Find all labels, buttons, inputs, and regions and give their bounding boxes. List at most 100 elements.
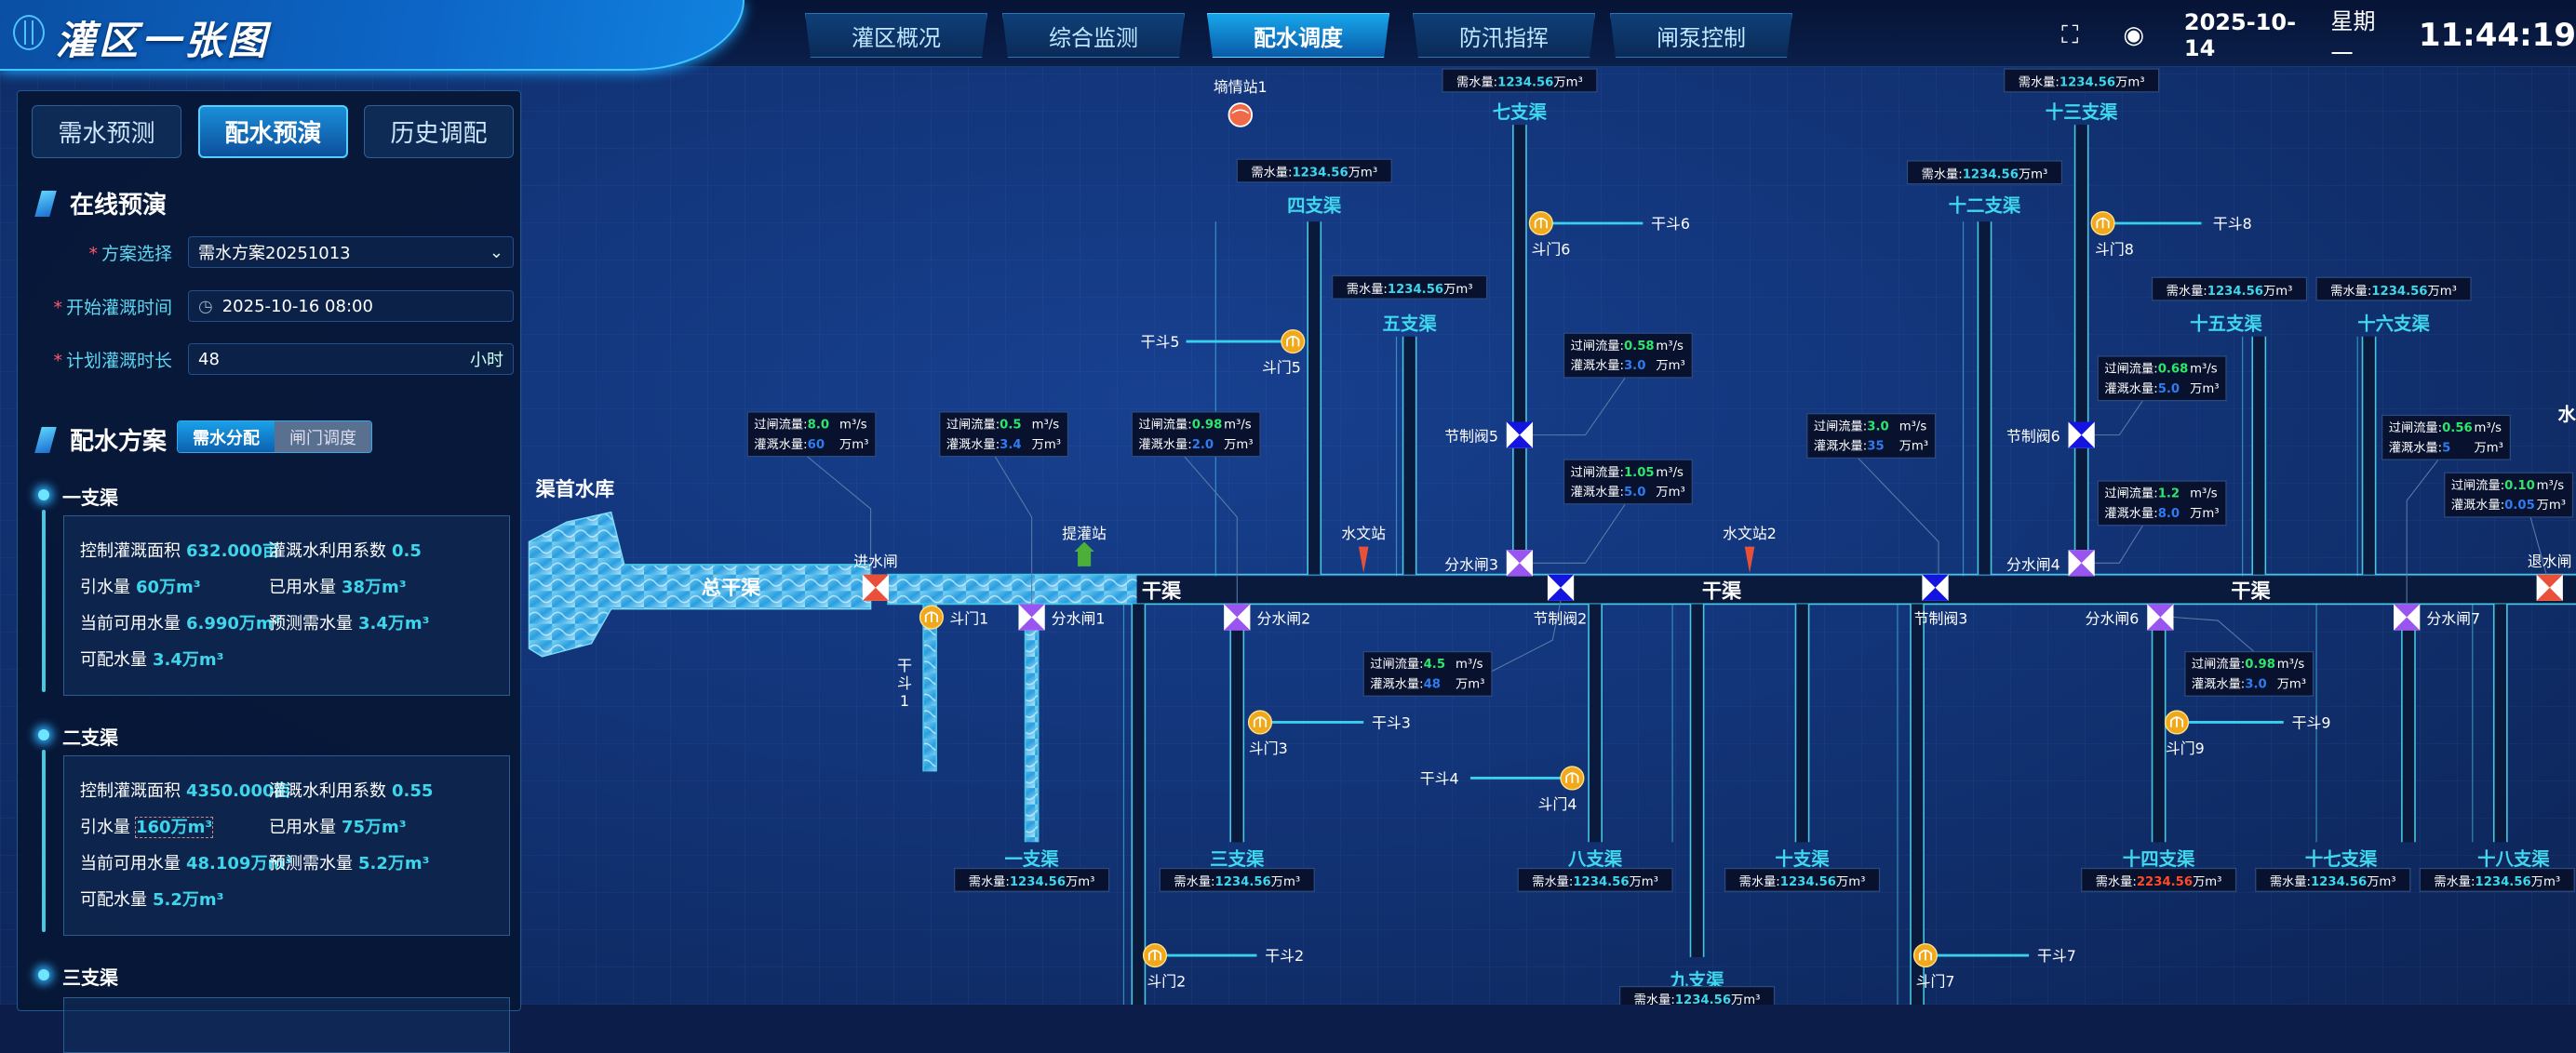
turnout-glyph [1253,716,1268,727]
diversion-gate-icon[interactable] [1018,604,1045,631]
canal-name: 三支渠 [62,966,118,989]
unit: 万m³ [1032,438,1061,452]
turnout-gate-icon[interactable] [2090,210,2115,236]
hydrology-station-icon [1358,546,1369,573]
demand-text: 需水量:1234.56万m³ [2434,874,2560,889]
gate-label: 进水闸 [853,553,898,570]
control-valve-icon[interactable] [1547,574,1575,601]
unit: 万m³ [2475,441,2503,455]
unit: m³/s [1224,419,1252,433]
demand-value: 1234.56 [1780,875,1836,889]
inlet-gate-icon[interactable] [862,574,890,601]
nav-tab-overview[interactable]: 灌区概况 [805,13,987,58]
turnout-gate-icon[interactable] [919,605,944,630]
timeline-dot [38,729,49,740]
logo-icon [13,15,45,50]
nav-tab-flood[interactable]: 防汛指挥 [1413,13,1595,58]
unit: m³/s [839,419,867,433]
start-time-input[interactable]: ◷2025-10-16 08:00 [188,290,514,322]
volume-value: 5.0 [2158,382,2180,396]
chevron-down-icon: ⌄ [489,242,503,262]
unit: m³/s [1032,419,1060,433]
section-plan: 配水方案 [34,422,167,457]
control-valve-icon[interactable] [2068,421,2095,448]
toggle-gate-dispatch[interactable]: 闸门调度 [275,421,371,452]
label: 灌溉水量: [2451,498,2504,513]
label: 灌溉水量: [2192,676,2245,691]
diversion-gate-icon[interactable] [1224,604,1251,631]
demand-prefix: 需水量: [1922,167,1963,181]
timeline-dot [38,489,49,500]
demand-value: 1234.56 [1963,167,2019,181]
control-valve-icon[interactable] [1506,421,1534,448]
tab-distribution-rehearsal[interactable]: 配水预演 [198,105,348,158]
nav-tab-dispatch[interactable]: 配水调度 [1207,13,1389,58]
branch-channel [1589,604,1603,843]
demand-box [2255,867,2411,892]
branch-label: 九支渠 [1669,970,1724,992]
unit: 万m³ [2277,677,2306,691]
tab-demand-forecast[interactable]: 需水预测 [32,105,181,158]
turnout-glyph [1565,772,1579,783]
branch-label: 一支渠 [1004,848,1059,870]
turnout-gate-icon[interactable] [2164,710,2190,735]
demand-value: 1234.56 [1497,76,1553,90]
flow-value: 3.0 [1867,420,1888,433]
turnout-gate-icon[interactable] [1281,329,1306,354]
demand-box [2081,867,2237,892]
nav-tab-monitoring[interactable]: 综合监测 [1002,13,1185,58]
flow-value: 0.5 [1000,419,1021,433]
flow-value: 0.98 [1192,419,1223,433]
turnout-gate-icon[interactable] [1528,210,1553,236]
lateral-label: 干斗5 [1141,333,1180,351]
turnout-gate-icon[interactable] [1560,766,1585,791]
demand-value: 1234.56 [1573,875,1629,889]
demand-text: 需水量:1234.56万m³ [1456,75,1583,90]
unit: 万m³ [839,438,868,452]
diversion-gate-icon[interactable] [2147,604,2174,631]
demand-prefix: 需水量: [1634,993,1675,1005]
demand-box [2419,867,2575,892]
unit: 万m³ [1656,486,1684,500]
label: 灌溉水量: [2104,506,2157,521]
nav-tab-gate-pump[interactable]: 闸泵控制 [1610,13,1792,58]
turnout-gate-icon[interactable] [1142,943,1168,968]
lateral-label: 干斗7 [2037,947,2076,965]
gate-shape [1224,604,1251,631]
diversion-gate-icon[interactable] [1506,550,1534,577]
branch-channel [1512,125,1526,575]
title-banner [0,0,745,71]
eye-icon[interactable]: ◉ [2123,21,2145,49]
fullscreen-icon[interactable]: ⛶ [2061,20,2079,49]
demand-box [1517,867,1673,892]
lateral-label: 干斗2 [1265,947,1304,965]
tab-history[interactable]: 历史调配 [364,105,514,158]
turnout-gate-icon[interactable] [1912,943,1939,968]
diversion-gate-icon[interactable] [2068,550,2095,577]
turnout-gate-icon[interactable] [1247,710,1273,735]
turnout-label: 斗门6 [1532,241,1571,259]
diversion-gate-icon[interactable] [2394,604,2421,631]
plan-select-label: *方案选择 [88,244,172,264]
label: 过闸流量: [2104,487,2157,501]
plan-select[interactable]: 需水方案20251013⌄ [188,236,514,268]
leader-line [1533,500,1628,564]
inlet-gate-icon[interactable] [2536,574,2563,601]
label: 过闸流量: [2451,478,2504,493]
label: 灌溉水量: [1370,676,1423,691]
flow-box [2444,472,2574,518]
demand-box [1236,158,1392,183]
demand-text: 需水量:1234.56万m³ [1532,874,1658,889]
branch-channel [2362,336,2376,575]
control-valve-icon[interactable] [1922,574,1949,601]
turnout-label: 斗门7 [1916,973,1955,991]
toggle-demand-allocation[interactable]: 需水分配 [178,421,275,452]
